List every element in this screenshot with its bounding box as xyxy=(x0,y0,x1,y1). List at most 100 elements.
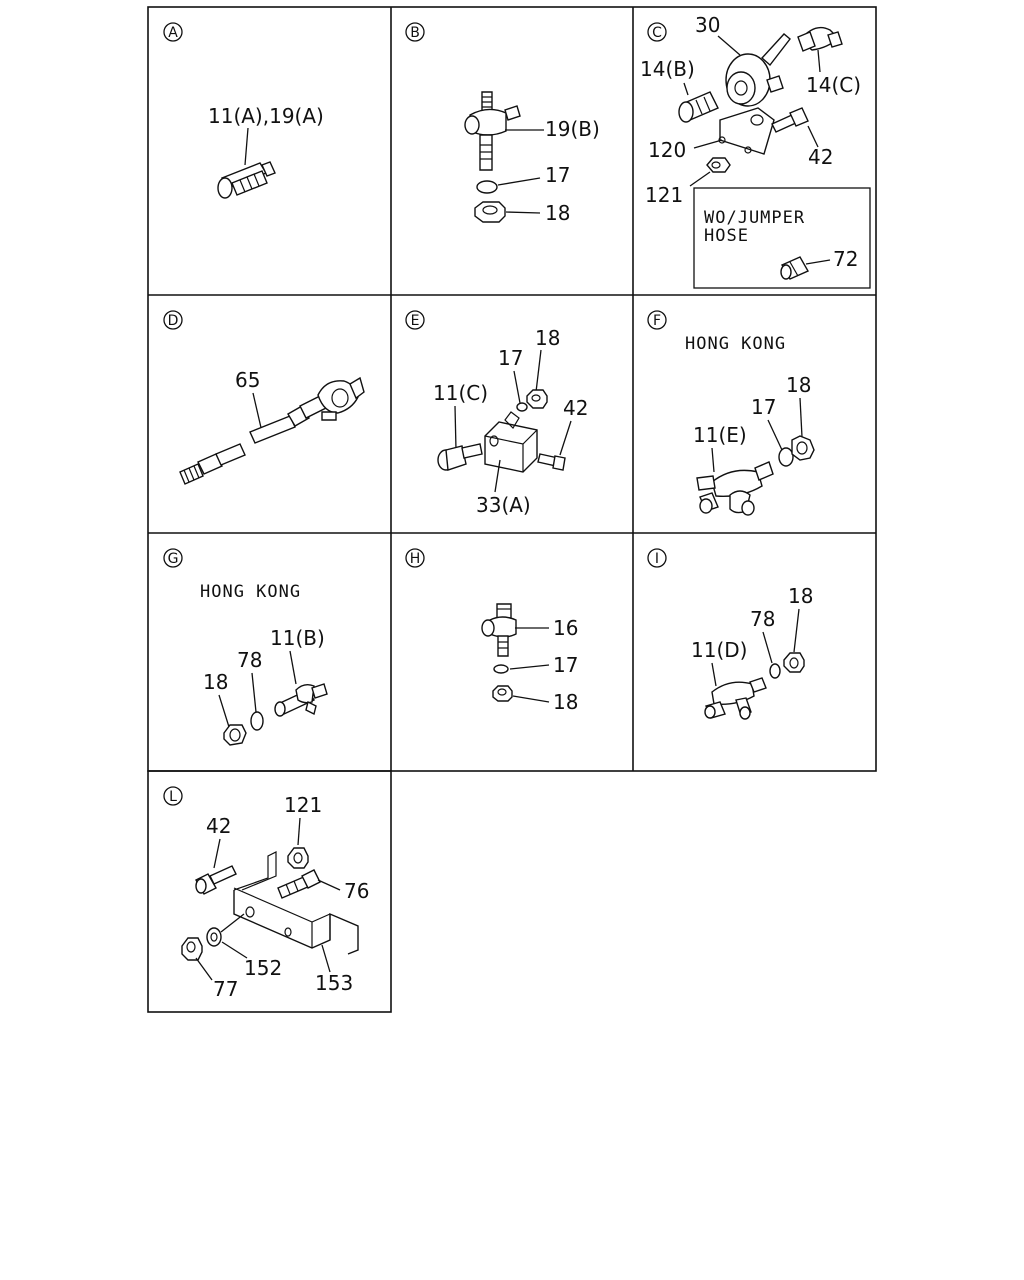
panel-letter-a: A xyxy=(163,22,183,42)
panel-letter-g: G xyxy=(163,548,183,568)
panel-a-letter: A xyxy=(168,25,178,41)
grid-frame xyxy=(147,6,877,1013)
panel-letter-i: I xyxy=(647,548,667,568)
panel-letter-e: E xyxy=(405,310,425,330)
note-wo-jumper: WO/JUMPER xyxy=(704,208,805,228)
label-120: 120 xyxy=(648,138,686,162)
nut-121c-part xyxy=(706,157,731,173)
label-11b: 11(B) xyxy=(270,626,325,650)
hose-nipple-14b-part xyxy=(678,91,719,123)
nut-18-part xyxy=(474,201,506,223)
elbow-14c-part xyxy=(797,26,843,52)
panel-b-letter: B xyxy=(410,25,420,41)
label-18: 18 xyxy=(545,201,570,225)
bracket-153-part xyxy=(233,851,359,955)
label-18h: 18 xyxy=(553,690,578,714)
label-19b: 19(B) xyxy=(545,117,600,141)
label-77: 77 xyxy=(213,977,238,1001)
nut-18f-part xyxy=(791,435,815,461)
label-18i: 18 xyxy=(788,584,813,608)
label-76: 76 xyxy=(344,879,369,903)
label-14b: 14(B) xyxy=(640,57,695,81)
panel-b: B 19(B) 17 18 xyxy=(405,22,600,225)
label-30: 30 xyxy=(695,13,720,37)
label-16: 16 xyxy=(553,616,578,640)
label-11c: 11(C) xyxy=(433,381,488,405)
panel-i: I 18 78 11(D) xyxy=(647,548,813,720)
washer-78g-part xyxy=(250,711,264,731)
label-78i: 78 xyxy=(750,607,775,631)
panel-i-letter: I xyxy=(655,551,659,567)
washer-78i-part xyxy=(769,663,781,679)
note-box-c: WO/JUMPER HOSE xyxy=(693,187,871,289)
label-42c: 42 xyxy=(808,145,833,169)
plug-72-part xyxy=(780,256,809,280)
nut-18g-part xyxy=(223,724,247,746)
bolt-42c-part xyxy=(771,107,809,133)
label-72: 72 xyxy=(833,247,858,271)
label-11a-19a: 11(A),19(A) xyxy=(208,104,324,128)
bracket-120-part xyxy=(718,107,775,155)
label-14c: 14(C) xyxy=(806,73,861,97)
note-hong-kong-f: HONG KONG xyxy=(685,334,786,354)
label-17e: 17 xyxy=(498,346,523,370)
panel-d-letter: D xyxy=(168,313,179,329)
panel-g-letter: G xyxy=(168,551,179,567)
nut-18e-part xyxy=(526,389,548,409)
nut-18i-part xyxy=(783,652,805,673)
label-33a: 33(A) xyxy=(476,493,531,517)
label-17: 17 xyxy=(545,163,570,187)
nut-77-part xyxy=(181,937,203,961)
block-33a-part xyxy=(484,411,538,473)
bolt-42l-part xyxy=(195,865,237,895)
panel-g: G HONG KONG 11(B) 78 18 xyxy=(163,548,328,746)
washer-17e-part xyxy=(516,402,528,412)
panel-letter-b: B xyxy=(405,22,425,42)
label-18g: 18 xyxy=(203,670,228,694)
label-152: 152 xyxy=(244,956,282,980)
panel-f: F HONG KONG 17 18 11(E) xyxy=(647,310,815,516)
panel-l-letter: L xyxy=(169,789,177,805)
panel-c-letter: C xyxy=(652,25,662,41)
label-42l: 42 xyxy=(206,814,231,838)
panel-letter-f: F xyxy=(647,310,667,330)
panel-e: E 18 17 11(C) 33(A) 42 xyxy=(405,310,588,517)
nut-18h-part xyxy=(492,685,513,702)
label-18e: 18 xyxy=(535,326,560,350)
bolt-76-part xyxy=(277,869,321,899)
panel-letter-d: D xyxy=(163,310,183,330)
fitting-11c-part xyxy=(437,443,483,471)
label-42e: 42 xyxy=(563,396,588,420)
panel-f-letter: F xyxy=(653,313,661,329)
panel-h-letter: H xyxy=(410,551,421,567)
panel-h: H 16 17 18 xyxy=(405,548,578,714)
panel-letter-h: H xyxy=(405,548,425,568)
label-11d: 11(D) xyxy=(691,638,747,662)
note-hong-kong-g: HONG KONG xyxy=(200,582,301,602)
tee-fitting-part xyxy=(464,91,521,171)
washer-152-part xyxy=(206,927,222,947)
washer-17f-part xyxy=(778,447,794,467)
bolt-42e-part xyxy=(537,453,566,471)
panel-l: L 121 42 76 xyxy=(163,786,369,1001)
washer-17h-part xyxy=(493,664,509,674)
label-153: 153 xyxy=(315,971,353,995)
panel-a: A 11(A),19(A) xyxy=(163,22,324,199)
note-hose: HOSE xyxy=(704,226,749,246)
cross-fitting-11e-part xyxy=(696,461,774,516)
label-121l: 121 xyxy=(284,793,322,817)
label-65: 65 xyxy=(235,368,260,392)
label-17h: 17 xyxy=(553,653,578,677)
connector-fitting-part xyxy=(217,161,276,199)
label-11e: 11(E) xyxy=(693,423,747,447)
tee-fitting-11b-part xyxy=(274,683,328,717)
panel-letter-l: L xyxy=(163,786,183,806)
panel-letter-c: C xyxy=(647,22,667,42)
panel-e-letter: E xyxy=(411,313,420,329)
panel-d: D 65 xyxy=(163,310,365,485)
washer-17-part xyxy=(476,180,498,194)
label-78g: 78 xyxy=(237,648,262,672)
valve-cock-part xyxy=(725,33,791,107)
label-17f: 17 xyxy=(751,395,776,419)
